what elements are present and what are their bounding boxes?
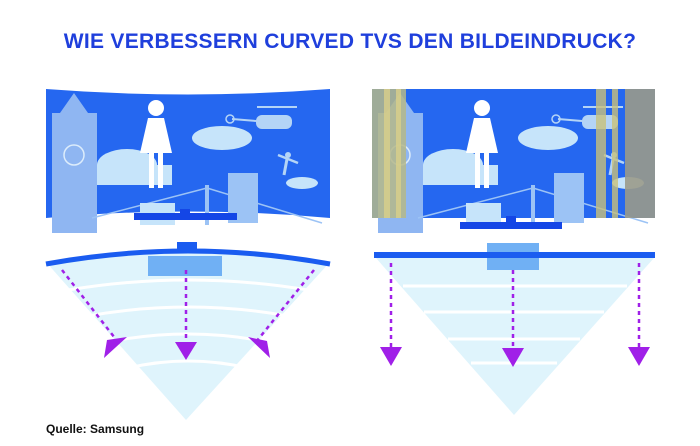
glare-stripes-right <box>596 89 606 218</box>
curved-tv-topview <box>45 248 331 267</box>
flat-viewing-diagram <box>374 243 655 415</box>
flat-tv-topview <box>374 252 655 258</box>
arrow-icon <box>380 347 402 366</box>
arrow-icon <box>628 347 650 366</box>
tv-stand <box>460 222 562 229</box>
page-title: WIE VERBESSERN CURVED TVS DEN BILDEINDRU… <box>63 30 637 53</box>
source-caption: Quelle: Samsung <box>46 422 145 436</box>
curved-viewing-diagram <box>45 242 331 420</box>
curved-tv <box>46 89 330 235</box>
viewer-sofa <box>148 256 222 276</box>
arrow-icon <box>175 342 197 360</box>
arrow-icon <box>248 337 270 358</box>
flat-tv <box>372 89 655 235</box>
tv-stand <box>134 213 237 220</box>
arrow-icon <box>104 337 127 358</box>
arrow-icon <box>502 348 524 367</box>
